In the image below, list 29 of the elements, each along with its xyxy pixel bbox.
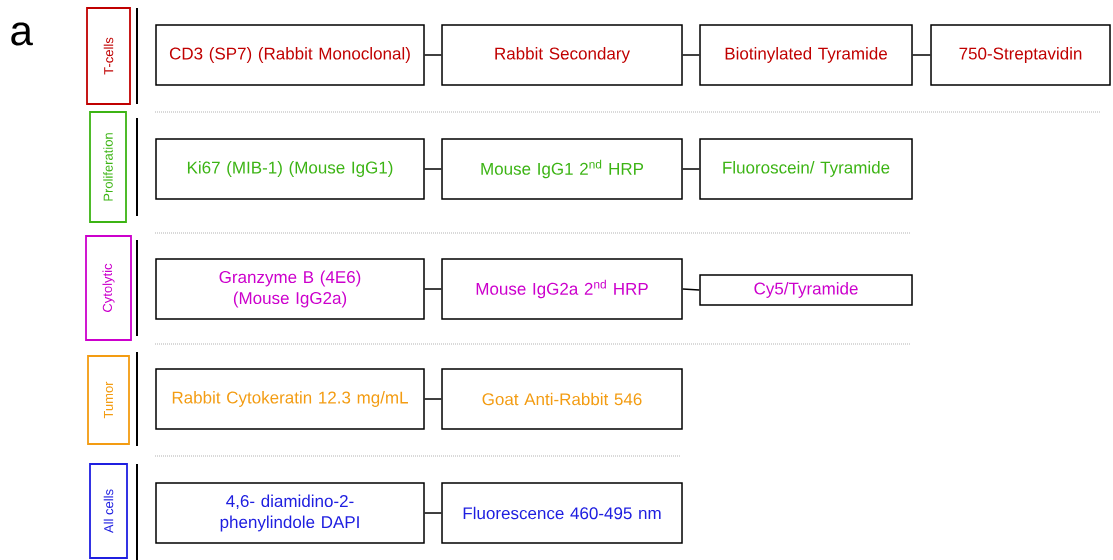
panel-letter: a	[11, 22, 33, 46]
reagent-box: Biotinylated Tyramide	[699, 24, 913, 86]
reagent-box: Rabbit Secondary	[441, 24, 683, 86]
row-label: T-cells	[86, 7, 131, 105]
row-label: Tumor	[87, 355, 130, 445]
connector-line	[682, 54, 700, 56]
reagent-box: Fluoroscein/ Tyramide	[699, 138, 913, 200]
connector-line	[912, 54, 931, 56]
reagent-box: CD3 (SP7) (Rabbit Monoclonal)	[155, 24, 425, 86]
connector-line	[682, 168, 700, 170]
connector-line	[424, 168, 442, 170]
connector-line	[424, 512, 442, 514]
row-label: Cytolytic	[85, 235, 132, 341]
reagent-box: Rabbit Cytokeratin 12.3 mg/mL	[155, 368, 425, 430]
row-label: Proliferation	[89, 111, 127, 223]
reagent-box: Goat Anti-Rabbit 546	[441, 368, 683, 430]
reagent-box: Cy5/Tyramide	[699, 274, 913, 306]
connector-line	[424, 398, 442, 400]
connector-line	[424, 288, 442, 290]
reagent-box: Ki67 (MIB-1) (Mouse IgG1)	[155, 138, 425, 200]
reagent-box: Fluorescence 460-495 nm	[441, 482, 683, 544]
reagent-box: 4,6- diamidino-2-phenylindole DAPI	[155, 482, 425, 544]
connector-line	[424, 54, 442, 56]
connector-line	[682, 288, 700, 291]
reagent-box: Granzyme B (4E6) (Mouse IgG2a)	[155, 258, 425, 320]
reagent-box: Mouse IgG2a 2$^{nd}$ HRP	[441, 258, 683, 320]
reagent-box: Mouse IgG1 2$^{nd}$ HRP	[441, 138, 683, 200]
row-label: All cells	[89, 463, 128, 559]
reagent-box: 750-Streptavidin	[930, 24, 1111, 86]
